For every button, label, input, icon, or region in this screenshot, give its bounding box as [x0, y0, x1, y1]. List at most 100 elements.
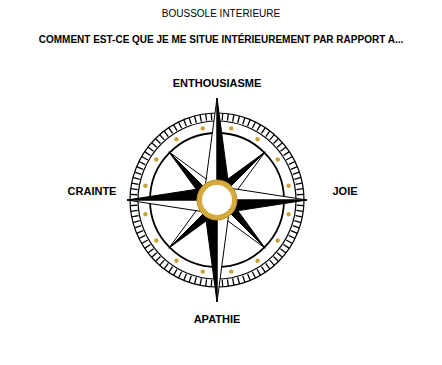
tick-mark	[238, 116, 240, 123]
tick-mark	[164, 263, 168, 269]
tick-mark	[274, 257, 279, 262]
compass-label: CRAINTE	[68, 185, 117, 198]
tick-mark	[280, 147, 286, 151]
tick-mark	[284, 152, 290, 156]
tick-mark	[289, 162, 295, 165]
tick-mark	[179, 272, 182, 278]
tick-mark	[184, 120, 187, 126]
tick-mark	[155, 257, 160, 262]
tick-mark	[145, 244, 151, 248]
tick-mark	[164, 131, 168, 137]
tick-mark	[174, 269, 178, 275]
tick-mark	[277, 253, 282, 258]
tick-mark	[133, 177, 140, 179]
gold-dot	[154, 157, 158, 161]
tick-mark	[270, 135, 275, 140]
tick-mark	[222, 113, 224, 120]
tick-mark	[155, 138, 160, 143]
tick-mark	[200, 115, 201, 122]
tick-mark	[295, 183, 302, 184]
tick-mark	[233, 115, 234, 122]
tick-mark	[145, 152, 151, 156]
tick-mark	[130, 205, 137, 207]
tick-mark	[274, 138, 279, 143]
subtitle: COMMENT EST-CE QUE JE ME SITUE INTÉRIEUR…	[39, 34, 403, 46]
tick-mark	[248, 274, 251, 280]
tick-mark	[243, 276, 245, 283]
tick-mark	[142, 157, 148, 161]
tick-mark	[148, 249, 154, 253]
gold-dot	[143, 184, 147, 188]
gold-dot	[275, 238, 279, 242]
tick-mark	[211, 113, 213, 120]
tick-mark	[293, 172, 300, 174]
tick-mark	[137, 167, 143, 170]
tick-mark	[205, 114, 207, 121]
tick-mark	[291, 167, 297, 170]
tick-mark	[189, 118, 191, 125]
tick-mark	[296, 210, 303, 212]
tick-mark	[295, 216, 302, 217]
gold-dot	[201, 126, 205, 130]
tick-mark	[266, 131, 270, 137]
tick-mark	[261, 128, 265, 134]
tick-mark	[257, 125, 261, 131]
tick-mark	[294, 221, 301, 223]
gold-dot	[229, 126, 233, 130]
tick-mark	[293, 226, 300, 228]
tick-mark	[294, 177, 301, 179]
tick-mark	[130, 194, 137, 196]
gold-dot	[255, 258, 259, 262]
tick-mark	[194, 116, 196, 123]
gold-dot	[154, 238, 158, 242]
tick-mark	[139, 235, 145, 238]
tick-mark	[152, 253, 157, 258]
tick-mark	[200, 278, 201, 285]
center-hub	[202, 185, 232, 215]
gold-dot	[286, 212, 290, 216]
tick-mark	[233, 278, 234, 285]
tick-mark	[131, 210, 138, 212]
tick-mark	[286, 157, 292, 161]
tick-mark	[289, 235, 295, 238]
tick-mark	[160, 260, 165, 265]
tick-mark	[238, 277, 240, 284]
compass-label: APATHIE	[194, 313, 241, 326]
tick-mark	[286, 240, 292, 244]
tick-mark	[131, 188, 138, 190]
center-hub	[197, 180, 237, 220]
tick-mark	[252, 272, 255, 278]
tick-mark	[174, 125, 178, 131]
tick-mark	[227, 114, 229, 121]
tick-mark	[160, 135, 165, 140]
tick-mark	[205, 279, 207, 286]
compass-label: JOIE	[332, 185, 357, 198]
tick-mark	[257, 269, 261, 275]
tick-mark	[179, 122, 182, 128]
gold-dot	[275, 157, 279, 161]
title: BOUSSOLE INTERIEURE	[162, 8, 280, 20]
tick-mark	[132, 183, 139, 184]
tick-mark	[266, 263, 270, 269]
gold-dot	[143, 212, 147, 216]
tick-mark	[252, 122, 255, 128]
tick-mark	[291, 231, 297, 234]
tick-mark	[284, 244, 290, 248]
tick-mark	[133, 221, 140, 223]
tick-mark	[297, 194, 304, 196]
gold-dot	[286, 184, 290, 188]
compass-label: ENTHOUSIASME	[173, 77, 262, 90]
tick-mark	[211, 280, 213, 287]
tick-mark	[277, 143, 282, 148]
tick-mark	[248, 120, 251, 126]
tick-mark	[270, 260, 275, 265]
tick-mark	[189, 276, 191, 283]
gold-dot	[174, 258, 178, 262]
tick-mark	[280, 249, 286, 253]
tick-mark	[184, 274, 187, 280]
tick-mark	[222, 280, 224, 287]
tick-mark	[169, 267, 173, 273]
tick-mark	[139, 162, 145, 165]
gold-dot	[255, 137, 259, 141]
gold-dot	[174, 137, 178, 141]
